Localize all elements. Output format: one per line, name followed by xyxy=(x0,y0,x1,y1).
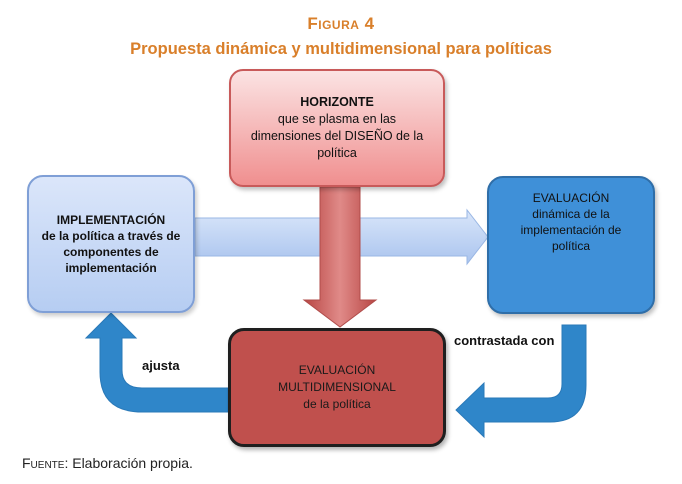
horizonte-text-1: que se plasma en las xyxy=(277,112,397,126)
evaluacion-multidimensional-text-1: MULTIDIMENSIONAL xyxy=(278,380,396,394)
implementacion-text-1: de la política a través de xyxy=(41,229,181,243)
horizonte-box: HORIZONTE que se plasma en las dimension… xyxy=(229,69,445,187)
evaluacion-dinamica-text-1: dinámica de la xyxy=(532,207,610,221)
source-text: : Elaboración propia. xyxy=(64,455,193,471)
figure-title: Propuesta dinámica y multidimensional pa… xyxy=(130,40,552,58)
evaluacion-dinamica-heading: EVALUACIÓN xyxy=(532,191,610,205)
evaluacion-dinamica-text-2: implementación de xyxy=(520,223,622,237)
evaluacion-multidimensional-box: EVALUACIÓN MULTIDIMENSIONAL de la políti… xyxy=(228,328,446,447)
implementacion-text-3: implementación xyxy=(65,261,157,275)
ajusta-label: ajusta xyxy=(142,358,180,373)
evaluacion-multidimensional-text-2: de la política xyxy=(303,397,371,411)
implementacion-text-2: componentes de xyxy=(63,245,159,259)
arrow-ajusta xyxy=(84,312,229,413)
evaluacion-dinamica-text-3: política xyxy=(551,239,591,253)
figure-label: Figura 4 xyxy=(307,14,375,33)
arrow-contrastada-con xyxy=(455,324,587,439)
horizonte-text-3: política xyxy=(317,146,357,160)
implementacion-heading: IMPLEMENTACIÓN xyxy=(56,213,166,227)
evaluacion-dinamica-box: EVALUACIÓN dinámica de la implementación… xyxy=(487,176,655,314)
implementacion-box: IMPLEMENTACIÓN de la política a través d… xyxy=(27,175,195,313)
horizonte-text-2: dimensiones del DISEÑO de la xyxy=(250,129,424,143)
source-prefix: Fuente xyxy=(22,455,65,471)
arrow-horizonte-to-multidimensional xyxy=(302,186,378,328)
contrastada-con-label: contrastada con xyxy=(454,333,555,348)
source-note: Fuente: Elaboración propia. xyxy=(22,455,193,471)
evaluacion-multidimensional-heading: EVALUACIÓN xyxy=(298,363,376,377)
horizonte-heading: HORIZONTE xyxy=(300,95,374,109)
